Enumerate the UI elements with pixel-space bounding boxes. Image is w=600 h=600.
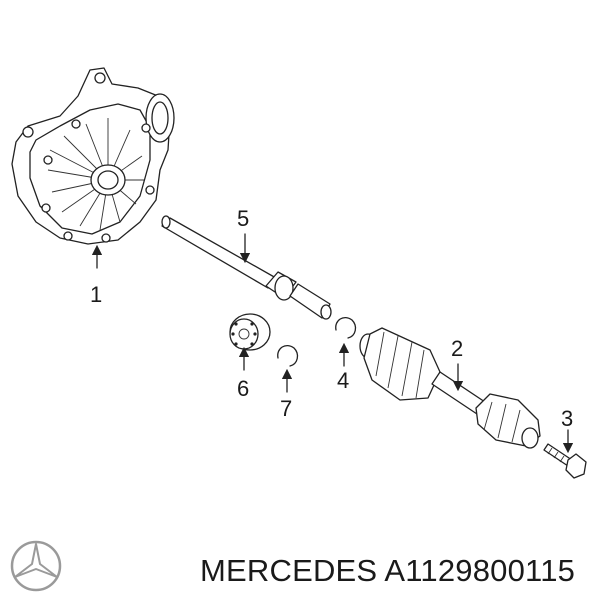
part-1-differential-housing — [11, 67, 175, 245]
callout-3: 3 — [561, 406, 573, 431]
part-6-bearing — [229, 313, 271, 351]
callout-4: 4 — [337, 368, 349, 393]
callout-2: 2 — [451, 336, 463, 361]
part-3-bolt — [543, 443, 587, 479]
callout-7: 7 — [280, 396, 292, 421]
callout-5: 5 — [237, 206, 249, 231]
mercedes-star-icon — [10, 540, 62, 592]
callout-1: 1 — [90, 282, 102, 307]
part-number-label: MERCEDES A1129800115 — [200, 553, 576, 588]
part-5-stub-shaft — [161, 215, 332, 320]
part-2-drive-shaft — [359, 327, 541, 449]
part-7-circlip — [277, 344, 299, 367]
part-4-snap-ring — [335, 316, 357, 339]
callout-6: 6 — [237, 376, 249, 401]
